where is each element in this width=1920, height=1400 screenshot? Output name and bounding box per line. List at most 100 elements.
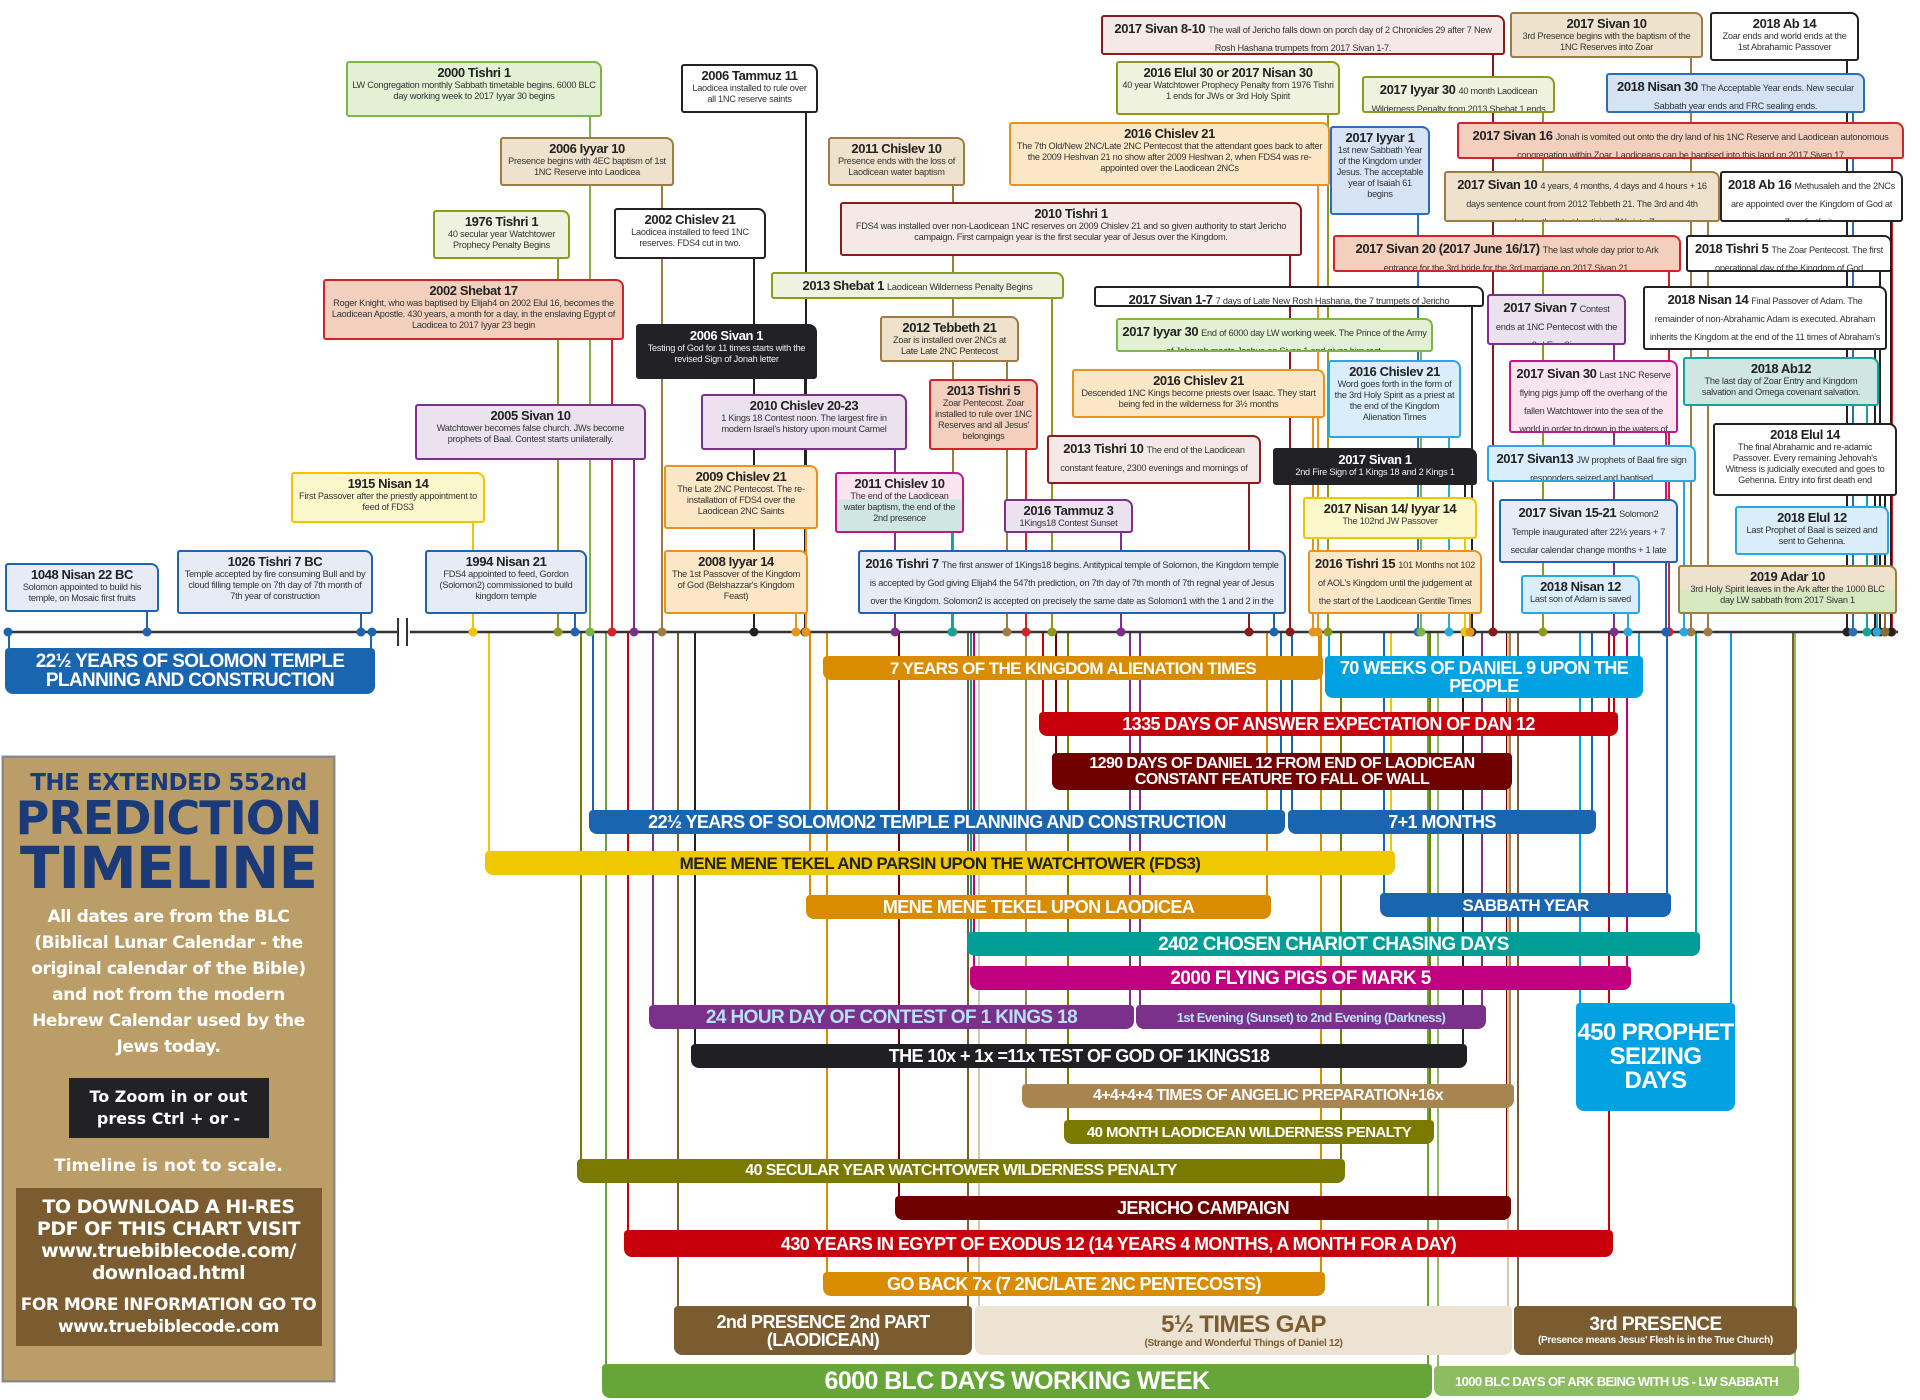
period-bar: THE 10x + 1x =11x TEST OF GOD OF 1KINGS1…: [691, 1044, 1467, 1068]
info-link-text[interactable]: FOR MORE INFORMATION GO TO www.truebible…: [20, 1295, 317, 1337]
period-label: 2000 FLYING PIGS OF MARK 5: [1170, 967, 1431, 989]
period-label: 430 YEARS IN EGYPT OF EXODUS 12 (14 YEAR…: [780, 1233, 1457, 1254]
event-date: 1048 Nisan 22 BC: [31, 567, 133, 582]
event-description: Descended 1NC Kings become priests over …: [1081, 388, 1316, 409]
event-date: 2017 Sivan 15-21: [1518, 505, 1617, 520]
timeline-dot: [1244, 627, 1254, 637]
event-description: Zoar ends and world ends at the 1st Abra…: [1722, 31, 1847, 52]
event-description: The 1st Passover of the Kingdom of God (…: [671, 569, 801, 601]
period-bar: GO BACK 7x (7 2NC/LATE 2NC PENTECOSTS): [823, 1272, 1325, 1296]
event-date: 2011 Chislev 10: [854, 476, 945, 491]
period-bar: 70 WEEKS OF DANIEL 9 UPON THE PEOPLE: [1325, 656, 1643, 698]
event-description: Zoar Pentecost. Zoar installed to rule o…: [935, 398, 1032, 441]
panel-description: All dates are from the BLC (Biblical Lun…: [31, 907, 306, 1057]
event-date: 2017 Sivan 10: [1457, 177, 1538, 192]
period-bar: 7+1 MONTHS: [1288, 810, 1596, 834]
period-label: 6000 BLC DAYS WORKING WEEK: [824, 1366, 1211, 1395]
timeline-dot: [1880, 627, 1890, 637]
period-label: 40 SECULAR YEAR WATCHTOWER WILDERNESS PE…: [745, 1162, 1177, 1179]
event-description: 1st new Sabbath Year of the Kingdom unde…: [1336, 145, 1424, 199]
timeline-dot: [1872, 627, 1882, 637]
event-date: 2017 Sivan 8-10: [1114, 21, 1206, 36]
period-bar: 450 PROPHET SEIZING DAYS: [1576, 1003, 1735, 1111]
event-date: 2017 Sivan 1: [1338, 452, 1412, 467]
event-description: Final Passover of Adam. The remainder of…: [1649, 296, 1881, 342]
timeline-dot: [629, 627, 639, 637]
period-bar: 2nd PRESENCE 2nd PART (LAODICEAN): [674, 1306, 972, 1355]
period-label: 22½ YEARS OF SOLOMON TEMPLE PLANNING AND…: [35, 651, 345, 691]
event-description: Solomon2 Temple inaugurated after 22½ ye…: [1510, 509, 1667, 555]
event-description: FDS4 appointed to feed, Gordon (Solomon2…: [439, 569, 573, 601]
download-box: TO DOWNLOAD A HI-RES PDF OF THIS CHART V…: [15, 1188, 322, 1346]
timeline-dot: [356, 627, 366, 637]
event-date: 2017 Sivan 7: [1503, 300, 1577, 315]
event-description: End of 6000 day LW working week. The Pri…: [1166, 328, 1427, 352]
period-bar: 2000 FLYING PIGS OF MARK 5: [970, 966, 1631, 990]
period-sublabel: (Strange and Wonderful Things of Daniel …: [1144, 1337, 1343, 1349]
event-description: 3rd Presence begins with the baptism of …: [1522, 31, 1691, 52]
event-description: Temple accepted by fire consuming Bull a…: [184, 569, 366, 601]
event-date: 2012 Tebbeth 21: [902, 320, 997, 335]
period-label: GO BACK 7x (7 2NC/LATE 2NC PENTECOSTS): [887, 1274, 1262, 1294]
panel-title-line2: PREDICTION: [15, 791, 323, 845]
event-description: 4 years, 4 months, 4 days and 4 hours + …: [1466, 181, 1707, 222]
period-sublabel: (Presence means Jesus' Flesh is in the T…: [1538, 1335, 1773, 1346]
period-bar: 7 YEARS OF THE KINGDOM ALIENATION TIMES: [823, 656, 1323, 680]
timeline-dot: [1116, 627, 1126, 637]
scale-note: Timeline is not to scale.: [54, 1156, 283, 1176]
zoom-hint: To Zoom in or out press Ctrl + or -: [68, 1078, 269, 1138]
period-bar: 3rd PRESENCE(Presence means Jesus' Flesh…: [1514, 1306, 1797, 1355]
event-description: The last whole day prior to Ark entrance…: [1383, 245, 1659, 272]
period-bar: 1st Evening (Sunset) to 2nd Evening (Dar…: [1136, 1005, 1486, 1029]
period-label: 7+1 MONTHS: [1388, 812, 1496, 832]
period-bar: 1335 DAYS OF ANSWER EXPECTATION OF DAN 1…: [1039, 712, 1618, 736]
timeline-dot: [607, 627, 617, 637]
timeline-dot: [1323, 627, 1333, 637]
timeline-dot: [1416, 627, 1426, 637]
event-description: FDS4 was installed over non-Laodicean 1N…: [855, 221, 1287, 242]
timeline-dot: [1686, 627, 1696, 637]
event-date: 2018 Elul 12: [1777, 510, 1847, 525]
event-date: 2018 Nisan 30: [1617, 79, 1698, 94]
event-description: LW Congregation monthly Sabbath timetabl…: [352, 80, 596, 101]
event-description: 2nd Fire Sign of 1 Kings 18 and 2 Kings …: [1295, 467, 1455, 477]
event-description: Roger Knight, who was baptised by Elijah…: [331, 298, 616, 330]
period-label: 3rd PRESENCE: [1589, 1314, 1722, 1335]
event-description: Contest ends at 1NC Pentecost with the 3…: [1495, 304, 1618, 345]
event-date: 2010 Chislev 20-23: [749, 398, 859, 413]
timeline-dot: [1002, 627, 1012, 637]
event-date: 2017 Sivan 20 (2017 June 16/17): [1355, 241, 1540, 256]
event-description: Word goes forth in the form of the 3rd H…: [1334, 379, 1455, 422]
event-description: The end of the Laodicean constant featur…: [1060, 445, 1248, 482]
event-date: 2006 Sivan 1: [689, 328, 764, 343]
period-label: 2402 CHOSEN CHARIOT CHASING DAYS: [1158, 933, 1509, 955]
event-description: 40 month Laodicean Wilderness Penalty fr…: [1371, 86, 1546, 113]
download-link-text[interactable]: TO DOWNLOAD A HI-RES PDF OF THIS CHART V…: [36, 1196, 301, 1284]
event-date: 2018 Ab12: [1750, 361, 1812, 376]
event-date: 2017 Iyyar 30: [1379, 82, 1456, 97]
event-date: 2017 Sivan13: [1496, 451, 1574, 466]
event-description: Methusaleh and the 2NCs are appointed ov…: [1730, 181, 1895, 222]
period-label: MENE MENE TEKEL AND PARSIN UPON THE WATC…: [679, 853, 1201, 873]
